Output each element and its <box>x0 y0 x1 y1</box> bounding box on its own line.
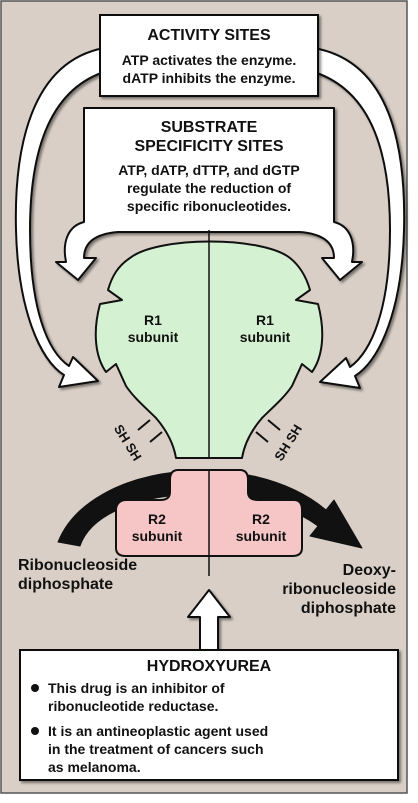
hydroxyurea-box <box>19 649 399 781</box>
specificity-sites-callout <box>55 107 363 281</box>
bullet-2-dot <box>31 727 39 735</box>
specificity-sites-line3: specific ribonucleotides. <box>127 198 291 214</box>
product-label-line3: diphosphate <box>301 600 396 617</box>
r2-left-sublabel: subunit <box>132 528 183 544</box>
activity-sites-title: ACTIVITY SITES <box>147 27 271 44</box>
bullet-1-dot <box>31 684 39 692</box>
r1-left-label: R1 <box>144 312 162 328</box>
specificity-sites-line1: ATP, dATP, dTTP, and dGTP <box>118 162 300 178</box>
r1-right-label: R1 <box>256 312 274 328</box>
bullet-1-line2: ribonucleotide reductase. <box>48 698 218 714</box>
activity-sites-line2: dATP inhibits the enzyme. <box>123 70 296 86</box>
specificity-sites-title1: SUBSTRATE <box>161 119 258 136</box>
r2-right-sublabel: subunit <box>236 528 287 544</box>
r1-left-sublabel: subunit <box>128 329 179 345</box>
r1-right-sublabel: subunit <box>240 329 291 345</box>
substrate-label-line2: diphosphate <box>18 576 113 593</box>
activity-arrow-left <box>14 47 105 388</box>
activity-arrows <box>14 47 406 389</box>
r2-right-label: R2 <box>252 511 270 527</box>
bullet-2-line3: as melanoma. <box>48 759 141 775</box>
hydroxyurea-title: HYDROXYUREA <box>147 658 272 675</box>
r2-left-label: R2 <box>148 511 166 527</box>
bullet-2-line1: It is an antineoplastic agent used <box>48 723 268 739</box>
specificity-sites-title2: SPECIFICITY SITES <box>134 138 283 155</box>
activity-sites-line1: ATP activates the enzyme. <box>122 52 297 68</box>
activity-arrow-right <box>313 47 406 389</box>
specificity-sites-line2: regulate the reduction of <box>127 180 291 196</box>
bullet-2-line2: in the treatment of cancers such <box>48 741 264 757</box>
activity-sites-box <box>99 14 319 97</box>
substrate-label-line1: Ribonucleoside <box>18 557 137 574</box>
bullet-1-line1: This drug is an inhibitor of <box>48 680 225 696</box>
product-label-line1: Deoxy- <box>343 562 396 579</box>
product-label-line2: ribonucleoside <box>282 581 396 598</box>
